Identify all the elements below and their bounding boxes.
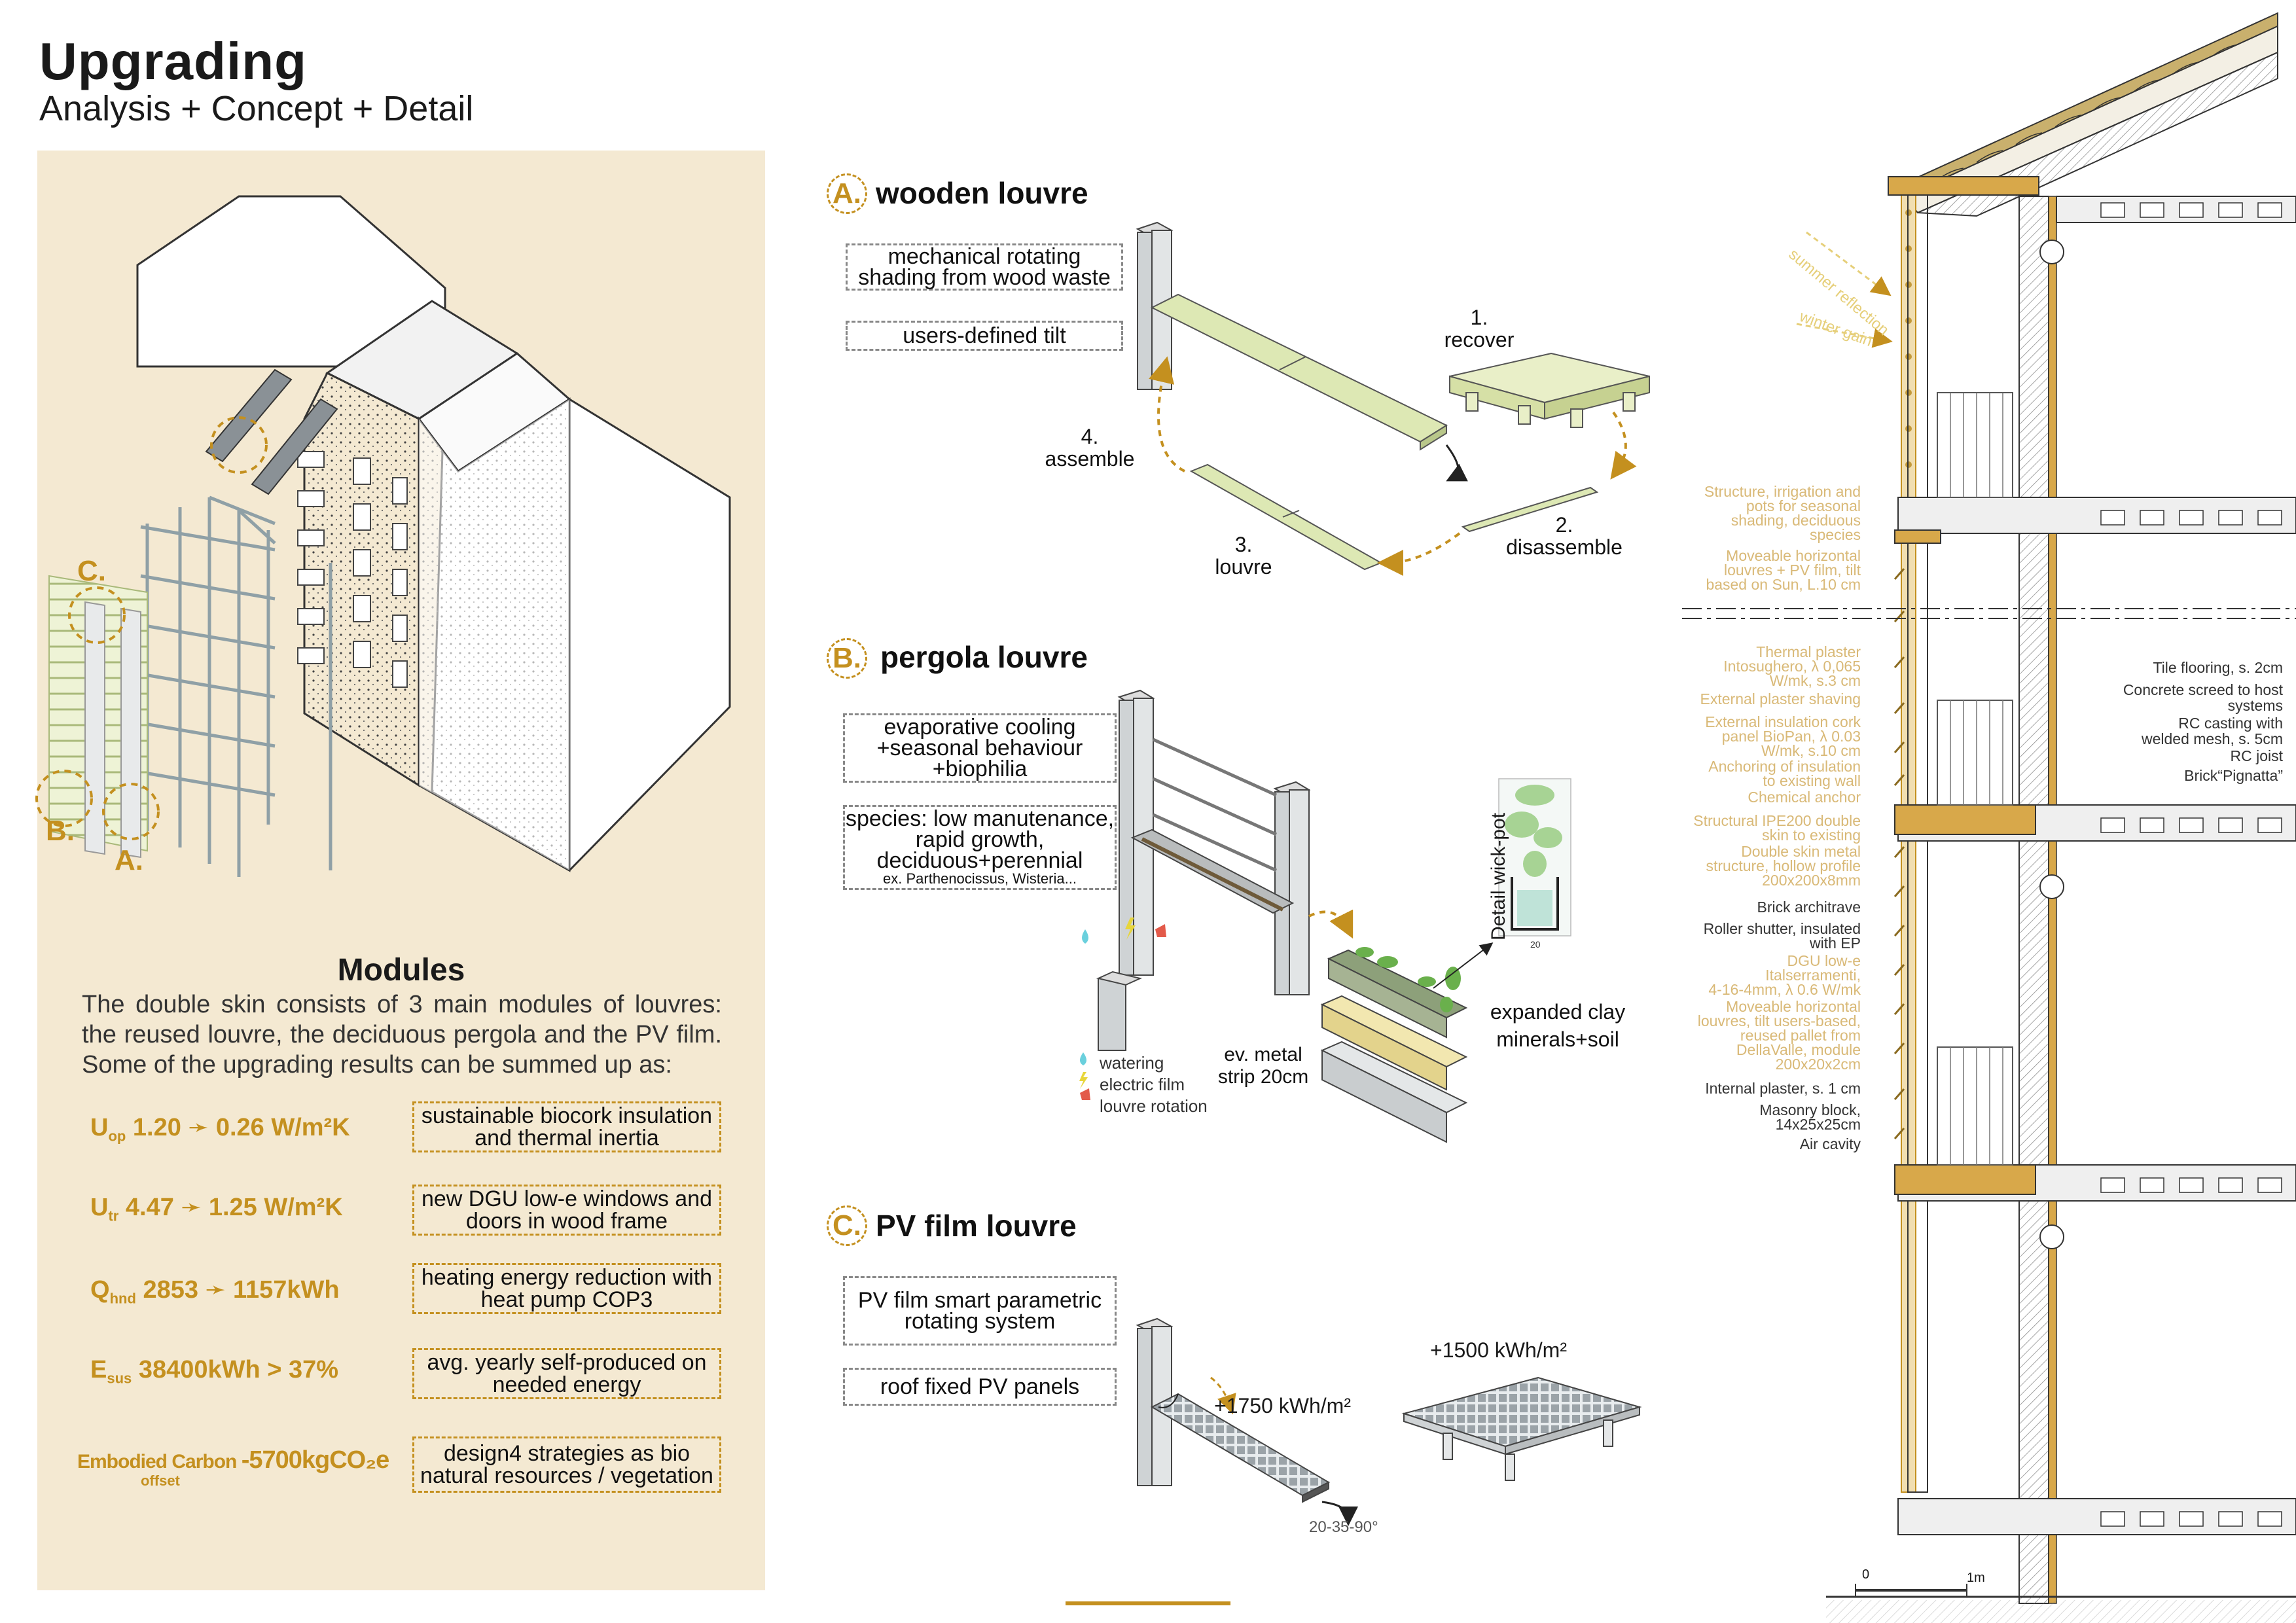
step-assemble: 4. assemble — [1045, 425, 1135, 471]
wick-pot-label: Detail wick-pot — [1488, 812, 1509, 940]
step-recover: 1. recover — [1444, 306, 1515, 351]
species-text: species: low manutenance, rapid growth, … — [845, 806, 1115, 873]
step-louvre: 3. louvre — [1215, 533, 1272, 579]
legend-watering: watering — [1100, 1053, 1164, 1073]
label-thermal-plaster: Thermal plaster Intosughero, λ 0,065 W/m… — [1723, 643, 1861, 689]
marker-a: A. — [115, 844, 143, 876]
wick-pot-dimension: 20 — [1530, 939, 1541, 950]
scale-one-meter: 1m — [1967, 1571, 1985, 1585]
label-moveable-louvres-users: Moveable horizontal louvres, tilt users-… — [1697, 998, 1861, 1073]
metric-desc: design4 strategies as bio natural resour… — [412, 1436, 721, 1493]
metric-row: Uop 1.20 ➛ 0.26 W/m²K — [90, 1114, 350, 1145]
section-c-title: PV film louvre — [876, 1209, 1077, 1243]
metric-desc: avg. yearly self-produced on needed ener… — [412, 1348, 721, 1399]
metric-row: Embodied Carbon -5700kgCO₂e — [77, 1446, 389, 1474]
section-b-letter: B. — [827, 638, 867, 679]
label-masonry-block: Masonry block, 14x25x25cm — [1759, 1101, 1861, 1133]
metric-desc: sustainable biocork insulation and therm… — [412, 1101, 721, 1152]
metric-row: Esus 38400kWh > 37% — [90, 1356, 339, 1387]
section-a-title: wooden louvre — [876, 176, 1088, 210]
section-b-box1: evaporative cooling +seasonal behaviour … — [843, 713, 1117, 783]
metric-desc: heating energy reduction with heat pump … — [412, 1263, 721, 1314]
section-a-box2: users-defined tilt — [846, 321, 1123, 351]
modules-text: The double skin consists of 3 main modul… — [82, 991, 722, 1079]
building-axonometric — [35, 195, 731, 877]
label-moveable-louvres-pv: Moveable horizontal louvres + PV film, t… — [1706, 547, 1861, 593]
section-a-box1: mechanical rotating shading from wood wa… — [846, 243, 1123, 291]
metric-row: Qhnd 2853 ➛ 1157kWh — [90, 1276, 340, 1307]
section-a-letter: A. — [827, 173, 867, 214]
modules-title: Modules — [337, 953, 465, 988]
label-external-plaster: External plaster shaving — [1700, 690, 1861, 707]
section-c-letter: C. — [827, 1205, 867, 1246]
step-disassemble: 2. disassemble — [1506, 513, 1623, 559]
label-rc-casting: RC casting with welded mesh, s. 5cm — [2141, 715, 2283, 747]
legend-electric-film: electric film — [1100, 1075, 1185, 1094]
label-brick-architrave: Brick architrave — [1757, 899, 1861, 916]
label-tile-flooring: Tile flooring, s. 2cm — [2153, 659, 2283, 676]
section-c-box2: roof fixed PV panels — [843, 1368, 1117, 1406]
label-structural-ipe200: Structural IPE200 double skin to existin… — [1693, 812, 1861, 844]
page-subtitle: Analysis + Concept + Detail — [39, 89, 474, 128]
label-chemical-anchor: Chemical anchor — [1748, 789, 1861, 806]
species-example: ex. Parthenocissus, Wisteria... — [883, 870, 1077, 887]
label-structure-irrigation: Structure, irrigation and pots for seaso… — [1704, 483, 1861, 543]
pv-angles: 20-35-90° — [1309, 1518, 1378, 1536]
pv-yield-roof: +1500 kWh/m² — [1430, 1338, 1567, 1362]
label-rc-joist: RC joist — [2230, 747, 2283, 764]
expanded-clay-label: expanded clay minerals+soil — [1490, 1000, 1626, 1051]
pergola-legend: watering electric film louvre rotation — [1100, 1052, 1208, 1117]
metric-desc: new DGU low-e windows and doors in wood … — [412, 1185, 721, 1236]
page-title: Upgrading — [39, 32, 307, 90]
label-air-cavity: Air cavity — [1799, 1135, 1861, 1152]
label-concrete-screed: Concrete screed to host systems — [2123, 681, 2283, 714]
label-brick-pignatta: Brick“Pignatta” — [2184, 767, 2283, 784]
pv-film-louvre-diagram — [1136, 1317, 1642, 1526]
wooden-louvre-diagram — [1136, 221, 1650, 576]
pv-yield-louvre: +1750 kWh/m² — [1214, 1394, 1351, 1418]
legend-louvre-rotation: louvre rotation — [1100, 1096, 1208, 1116]
scale-zero: 0 — [1862, 1567, 1870, 1582]
label-internal-plaster: Internal plaster, s. 1 cm — [1705, 1080, 1861, 1097]
label-dgu-low-e: DGU low-e Italserramenti, 4-16-4mm, λ 0.… — [1708, 952, 1861, 998]
marker-c: C. — [77, 555, 106, 587]
label-anchoring: Anchoring of insulation to existing wall — [1708, 758, 1861, 789]
label-roller-shutter: Roller shutter, insulated with EP — [1703, 920, 1861, 952]
label-external-insulation: External insulation cork panel BioPan, λ… — [1705, 713, 1861, 759]
metal-strip-label: ev. metal strip 20cm — [1217, 1044, 1309, 1088]
section-b-box2: species: low manutenance, rapid growth, … — [843, 805, 1117, 890]
marker-b: B. — [46, 815, 75, 847]
pergola-louvre-diagram — [1079, 689, 1571, 1143]
label-double-skin-structure: Double skin metal structure, hollow prof… — [1706, 843, 1861, 889]
metric-row: Utr 4.47 ➛ 1.25 W/m²K — [90, 1194, 343, 1224]
section-c-box1: PV film smart parametric rotating system — [843, 1276, 1117, 1346]
metric-sub: offset — [141, 1472, 180, 1489]
building-section-detail — [1682, 12, 2296, 1623]
section-b-title: pergola louvre — [880, 640, 1088, 674]
